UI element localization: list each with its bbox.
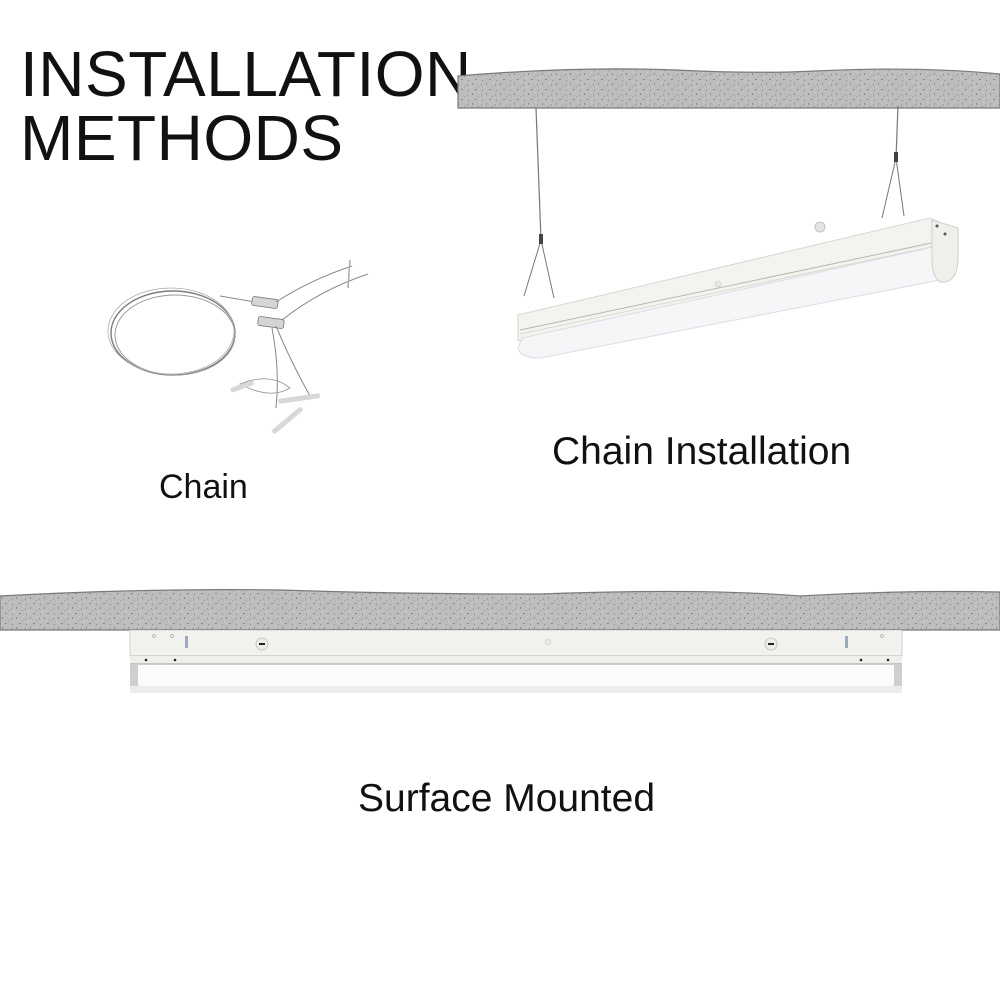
suspended-strip-light: [517, 105, 959, 359]
chain-label: Chain: [159, 468, 248, 506]
chain-installation-label: Chain Installation: [552, 430, 852, 473]
ceiling-slab-top: [457, 68, 1000, 109]
surface-mounted-strip-light: [129, 630, 903, 693]
title-line-2: METHODS: [20, 102, 344, 174]
ceiling-slab-bottom: [0, 589, 1000, 631]
suspension-cable-kit: [107, 260, 369, 434]
page-title: INSTALLATION METHODS: [20, 42, 472, 170]
title-line-1: INSTALLATION: [20, 38, 472, 110]
surface-mounted-label: Surface Mounted: [358, 777, 656, 820]
